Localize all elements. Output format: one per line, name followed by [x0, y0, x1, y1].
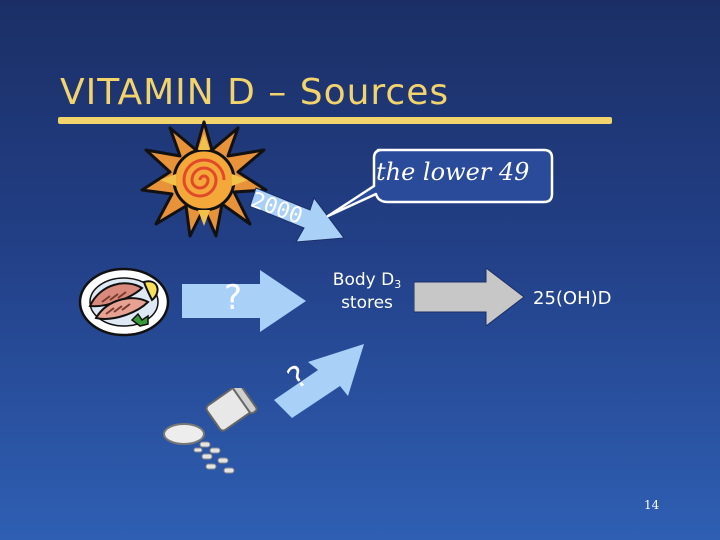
- food-unknown-label: ?: [224, 278, 243, 318]
- stores-to-result-arrow: [414, 268, 524, 326]
- title-underline: [58, 117, 612, 124]
- body-stores-label: Body D3 stores: [326, 271, 408, 313]
- sun-icon: [140, 120, 268, 238]
- fish-plate-icon: [78, 267, 170, 337]
- result-label: 25(OH)D: [533, 288, 612, 309]
- food-to-stores-arrow: [182, 270, 306, 332]
- supplement-to-stores-arrow: [274, 344, 364, 418]
- callout-bubble: [326, 148, 554, 218]
- callout-text: the lower 49: [376, 158, 530, 186]
- body-stores-line2: stores: [341, 293, 393, 313]
- page-number: 14: [644, 498, 660, 512]
- pills-icon: [163, 388, 258, 474]
- body-stores-subscript: 3: [394, 278, 402, 291]
- body-stores-line1: Body D: [332, 270, 395, 290]
- sun-to-stores-arrow: [249, 187, 345, 243]
- slide-title: VITAMIN D – Sources: [60, 72, 450, 113]
